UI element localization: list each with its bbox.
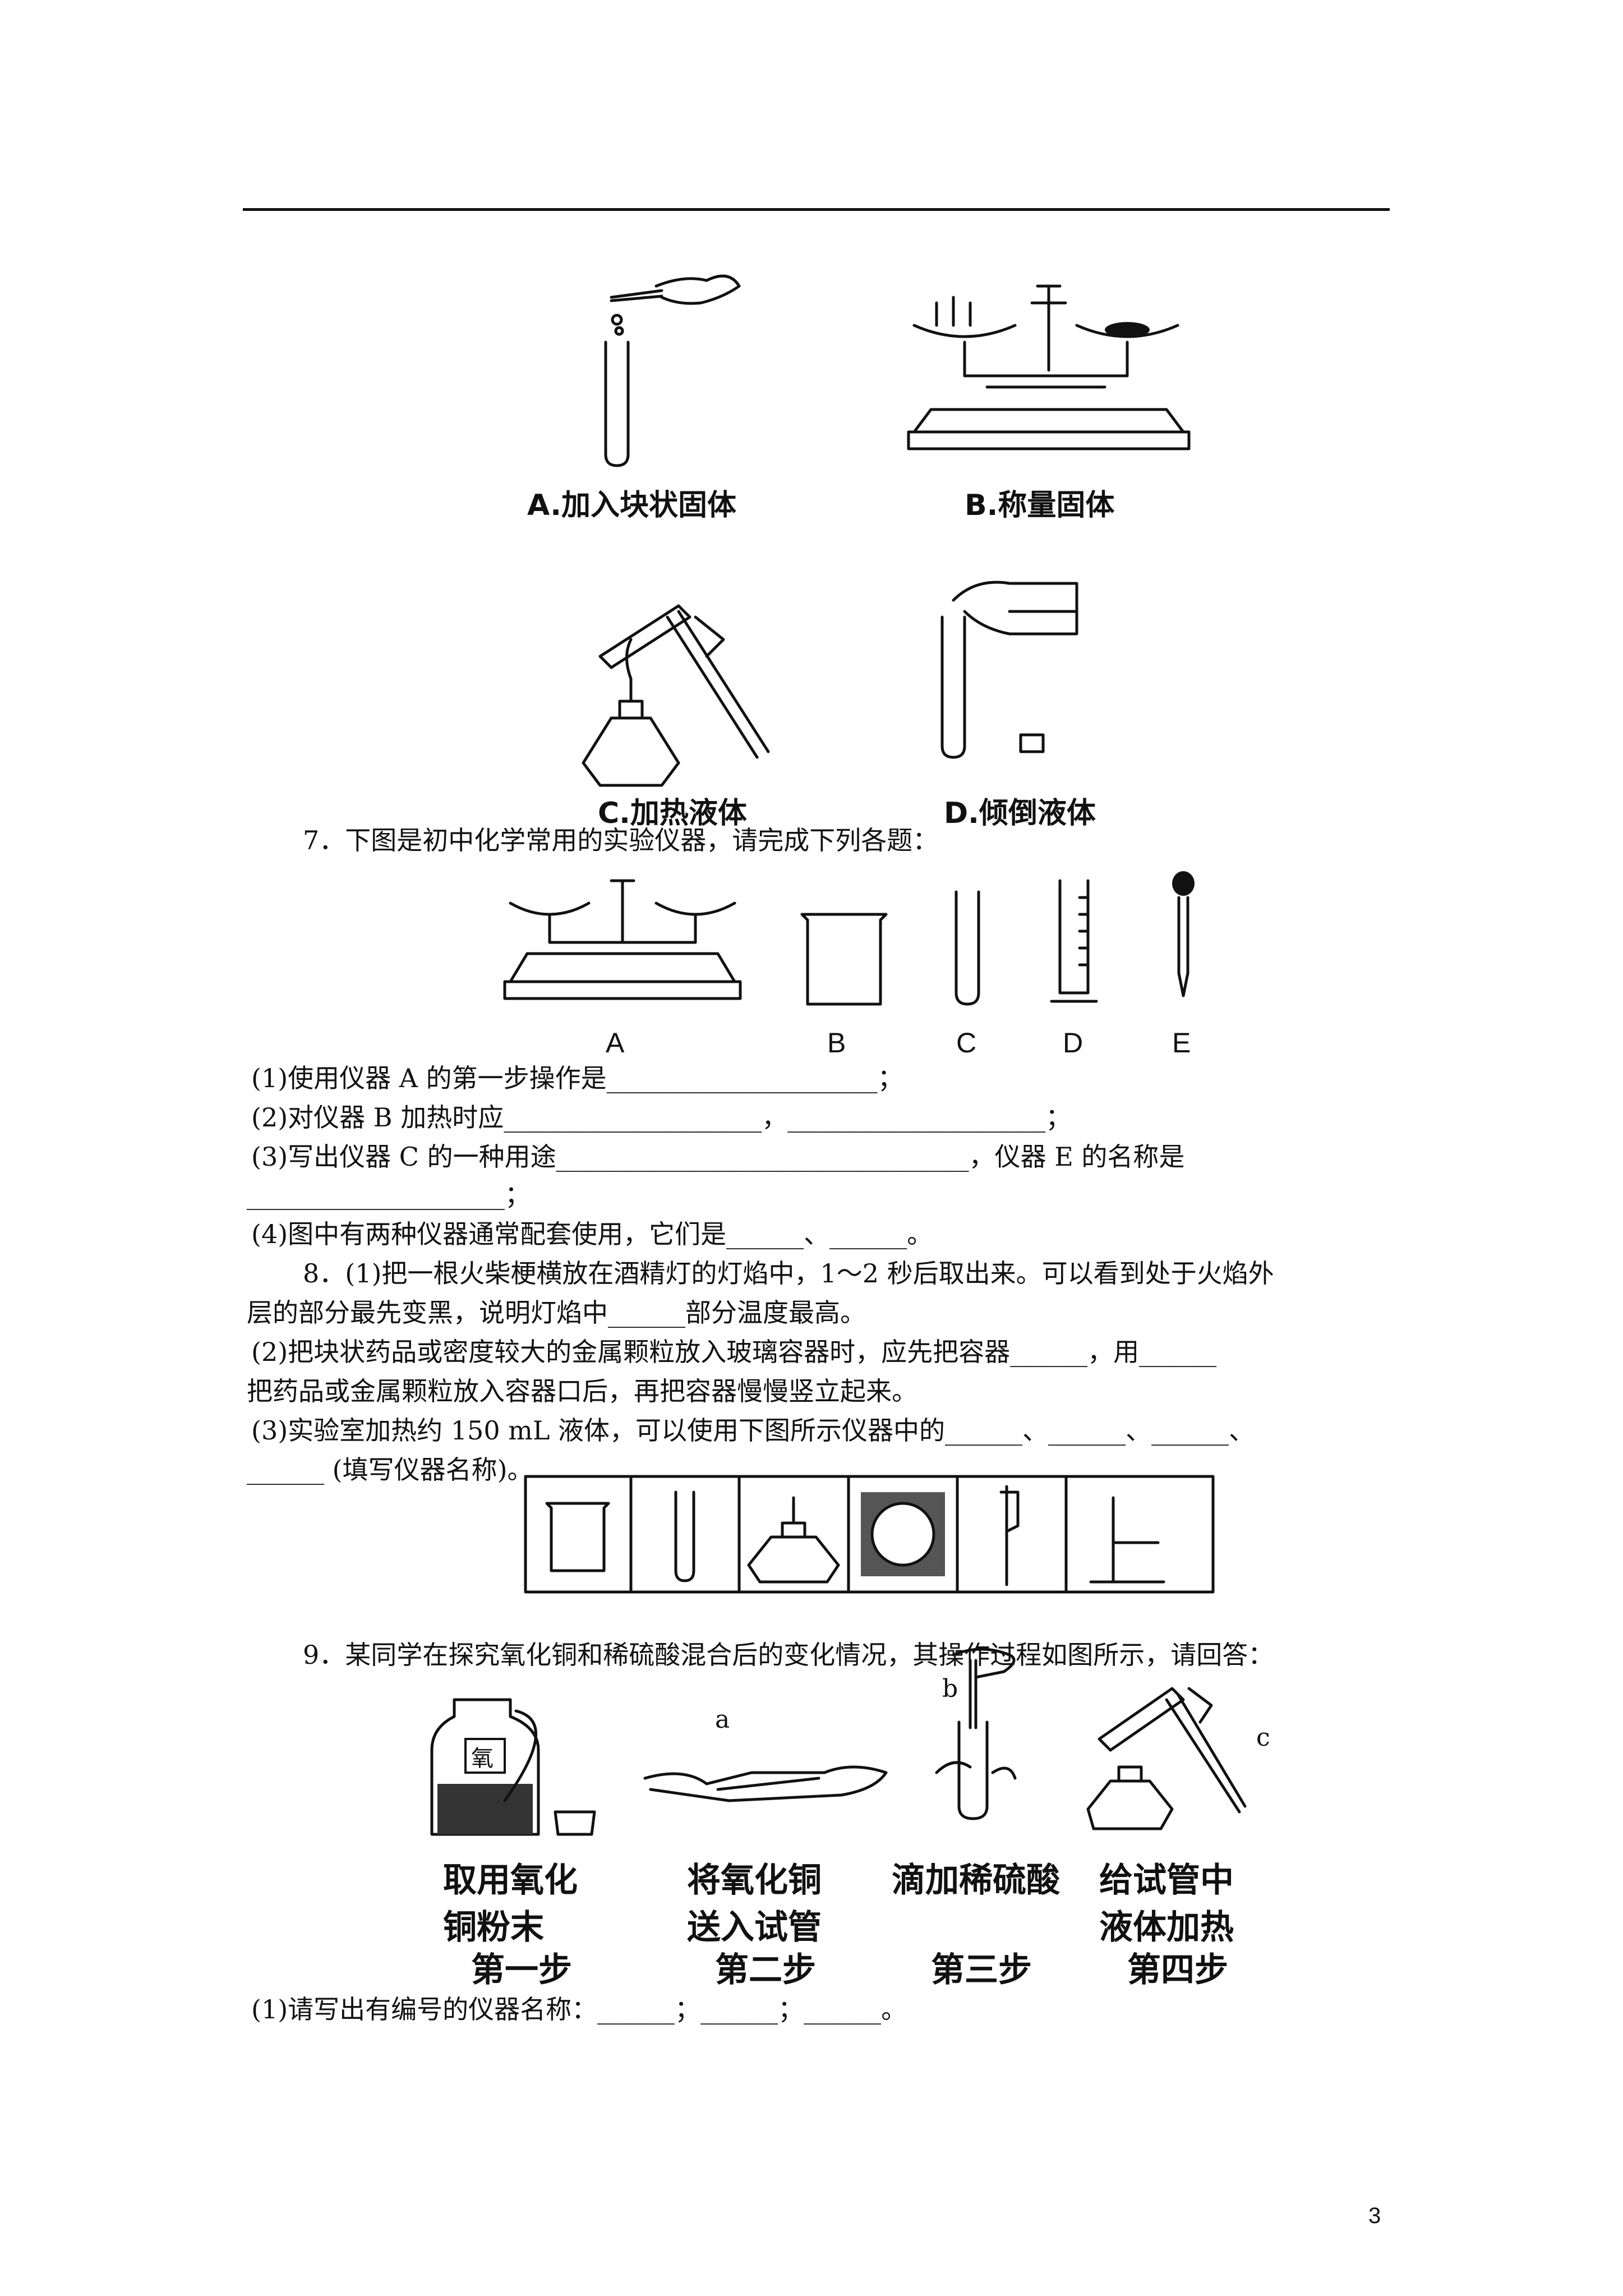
fig-heat-liquid	[582, 604, 770, 787]
step4-heat	[1086, 1687, 1247, 1830]
label-c: c	[1256, 1723, 1270, 1752]
instrument-label-a: A	[606, 1027, 625, 1059]
fig-caption-a: A.加入块状固体	[527, 489, 736, 522]
step1-line1: 取用氧化	[443, 1861, 578, 1900]
q8-part1a: 8．(1)把一根火柴梗横放在酒精灯的灯焰中，1～2 秒后取出来。可以看到处于火焰…	[303, 1258, 1274, 1289]
q7-part3b: ____________________；	[247, 1180, 531, 1210]
instrument-b-beaker	[800, 913, 888, 1006]
instrument-a-balance	[503, 879, 742, 1000]
jar-label: 氧	[471, 1746, 494, 1772]
instrument-d-cylinder	[1050, 879, 1098, 1003]
q8-part3a: (3)实验室加热约 150 mL 液体，可以使用下图所示仪器中的______、_…	[251, 1415, 1255, 1446]
step1-line3: 第一步	[471, 1950, 572, 1990]
label-a: a	[715, 1705, 730, 1734]
step1-line2: 铜粉末	[443, 1908, 544, 1947]
fig-pour-liquid	[940, 581, 1078, 759]
step2-line2: 送入试管	[687, 1908, 822, 1947]
step3-line3: 第三步	[931, 1950, 1032, 1990]
q9-intro: 9．某同学在探究氧化铜和稀硫酸混合后的变化情况，其操作过程如图所示，请回答：	[303, 1640, 1274, 1670]
page-number: 3	[1368, 2203, 1381, 2228]
header-rule	[243, 208, 1390, 211]
q7-intro: 7．下图是初中化学常用的实验仪器，请完成下列各题：	[303, 825, 939, 855]
instrument-label-c: C	[956, 1027, 977, 1059]
step3-drop	[935, 1648, 1017, 1820]
step2-tube	[643, 1765, 888, 1802]
q7-part3a: (3)写出仪器 C 的一种用途_________________________…	[251, 1142, 1185, 1172]
step2-line3: 第二步	[715, 1950, 816, 1990]
q8-part1b: 层的部分最先变黑，说明灯焰中______部分温度最高。	[247, 1297, 866, 1328]
label-b: b	[942, 1674, 958, 1703]
q7-part4: (4)图中有两种仪器通常配套使用，它们是______、______。	[251, 1219, 933, 1249]
instrument-strip	[524, 1475, 1215, 1594]
instrument-e-dropper	[1172, 871, 1195, 997]
fig-caption-b: B.称量固体	[965, 489, 1115, 522]
step2-line1: 将氧化铜	[687, 1861, 822, 1900]
step4-line1: 给试管中	[1099, 1861, 1234, 1900]
q7-part2: (2)对仪器 B 加热时应____________________，______…	[251, 1102, 1072, 1133]
instrument-c-test-tube	[955, 890, 980, 1006]
q8-part3b: ______ (填写仪器名称)。	[247, 1455, 533, 1485]
q8-part2a: (2)把块状药品或密度较大的金属颗粒放入玻璃容器时，应先把容器______，用_…	[251, 1337, 1217, 1367]
fig-caption-c: C.加热液体	[598, 797, 747, 830]
step4-line3: 第四步	[1127, 1950, 1228, 1990]
fig-weigh-solid	[907, 284, 1191, 450]
step3-line1: 滴加稀硫酸	[892, 1861, 1060, 1900]
q8-part2b: 把药品或金属颗粒放入容器口后，再把容器慢慢竖立起来。	[247, 1376, 917, 1406]
instrument-label-d: D	[1063, 1027, 1083, 1059]
fig-add-solid	[604, 274, 741, 467]
step1-jar	[430, 1698, 596, 1836]
q9-part1: (1)请写出有编号的仪器名称：______；______；______。	[251, 1994, 907, 2024]
step4-line2: 液体加热	[1099, 1908, 1234, 1947]
instrument-label-b: B	[827, 1027, 846, 1059]
fig-caption-d: D.倾倒液体	[944, 797, 1096, 830]
q7-part1: (1)使用仪器 A 的第一步操作是_____________________；	[251, 1063, 903, 1093]
instrument-label-e: E	[1172, 1027, 1191, 1059]
